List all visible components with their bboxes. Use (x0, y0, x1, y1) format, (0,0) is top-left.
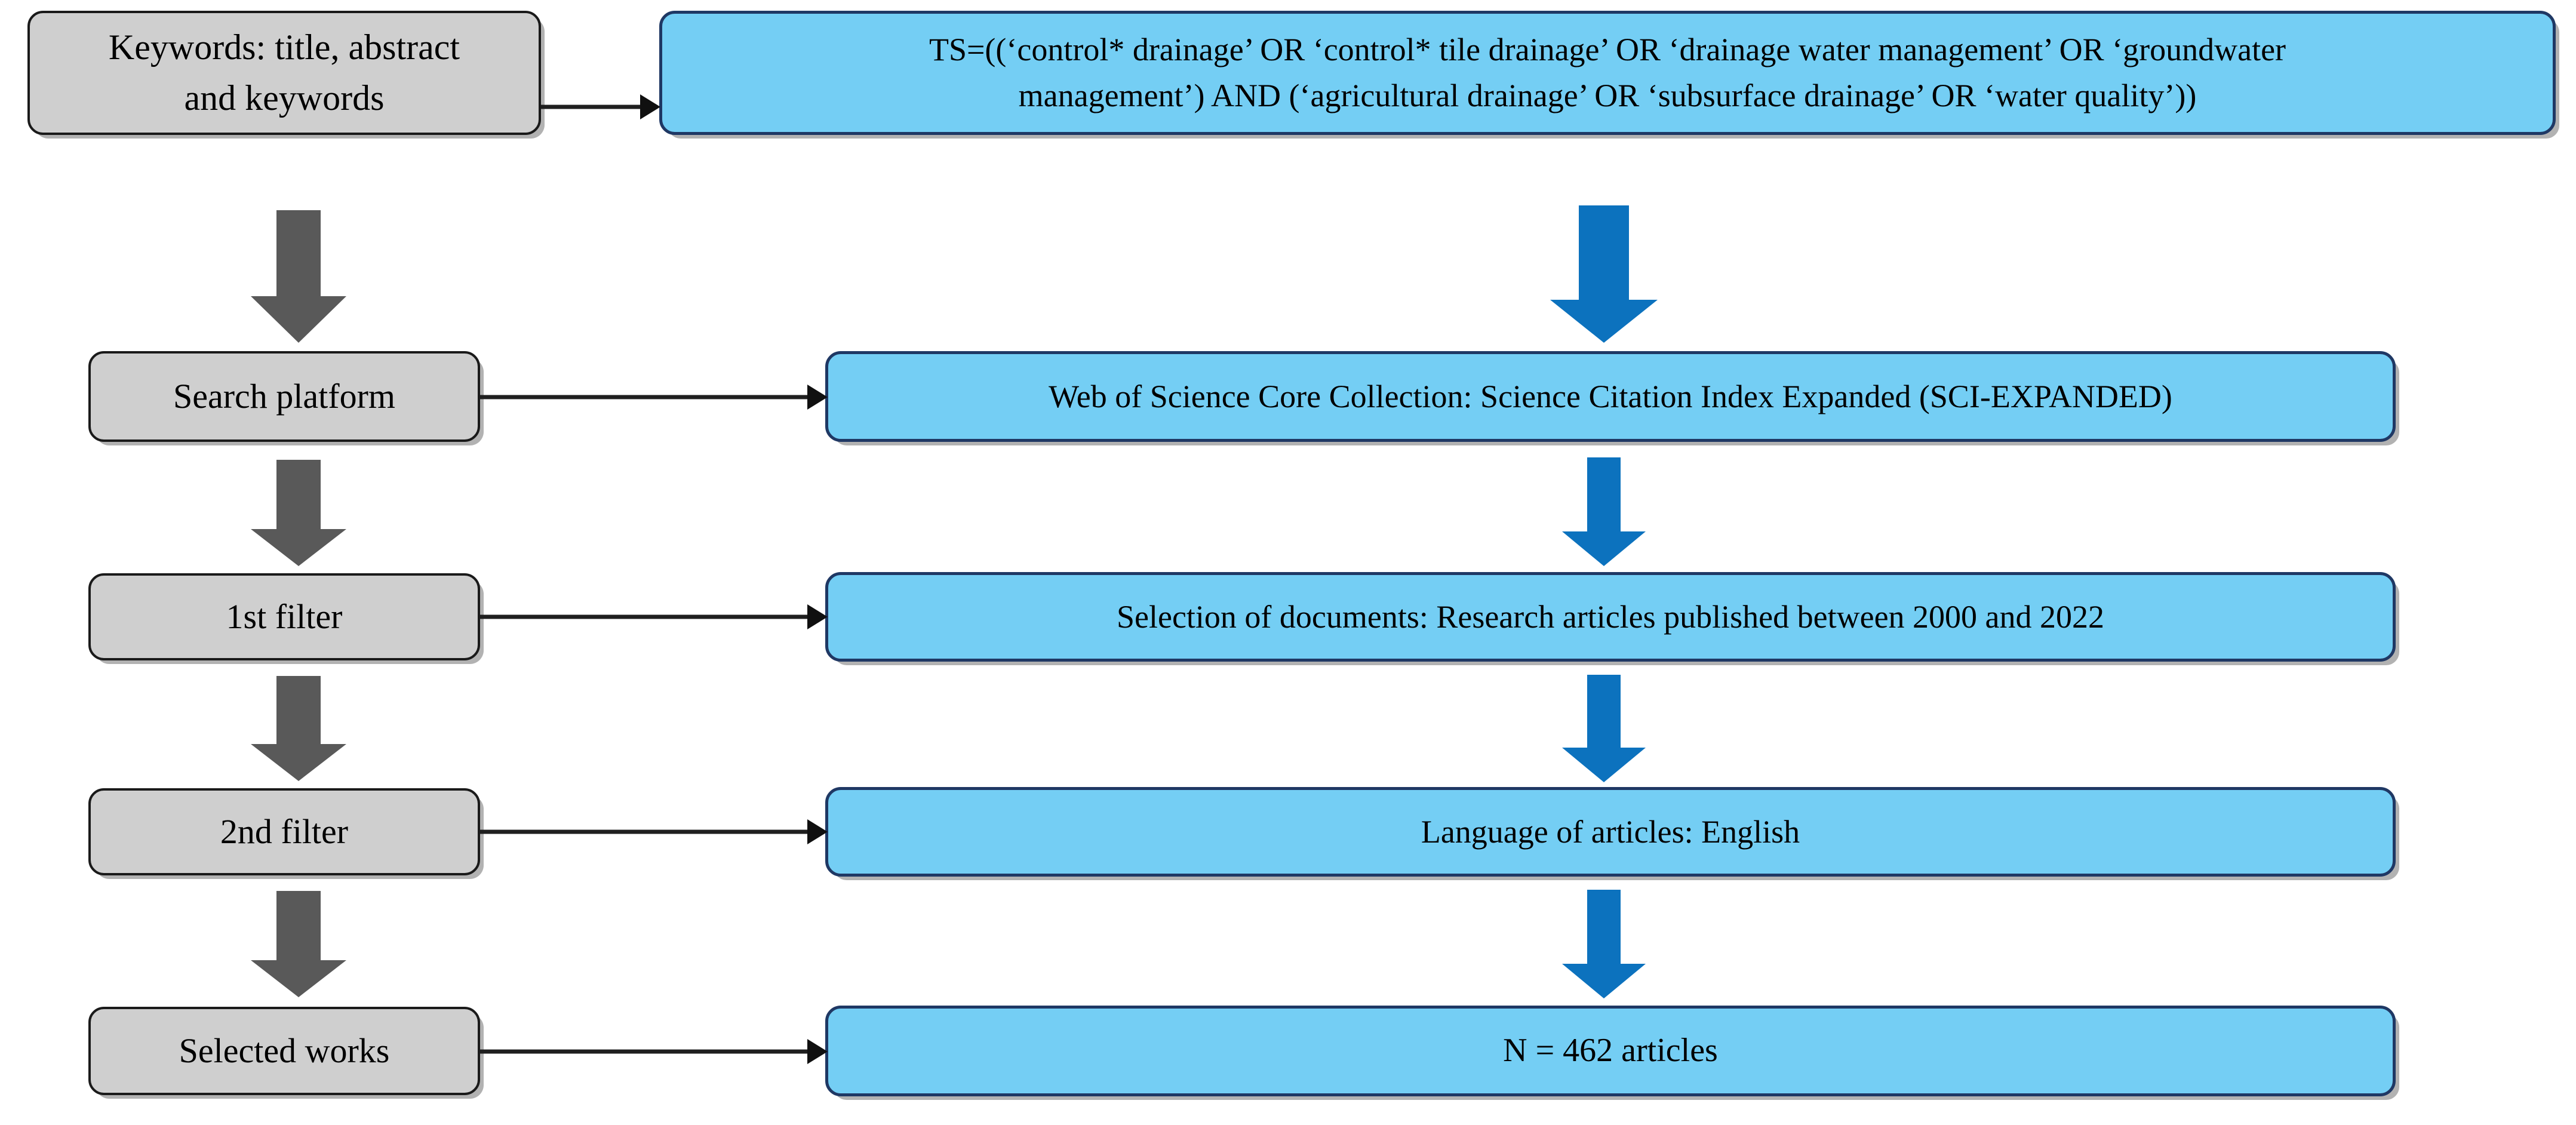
arrow-shaft (1587, 890, 1621, 965)
detail-label-database: Web of Science Core Collection: Science … (1049, 378, 2172, 414)
stage-label-first-filter: 1st filter (226, 597, 343, 636)
stage-box-keywords[interactable]: Keywords: title, abstract and keywords (27, 11, 541, 135)
arrow-shaft (1579, 205, 1629, 301)
stage-box-selected-works[interactable]: Selected works (88, 1007, 480, 1095)
connector-arrow-filter2-to-language (480, 819, 828, 844)
connector-line (480, 614, 810, 619)
arrow-head (1562, 531, 1646, 566)
stage-flow-arrow-3 (251, 676, 346, 781)
arrow-shaft (276, 460, 321, 530)
detail-label-document-selection: Selection of documents: Research article… (1116, 598, 2105, 635)
arrow-head (1562, 748, 1646, 782)
arrow-head (251, 529, 346, 566)
stage-flow-arrow-1 (251, 210, 346, 343)
detail-box-language[interactable]: Language of articles: English (825, 787, 2396, 877)
arrow-shaft (276, 891, 321, 961)
connector-line (480, 829, 810, 834)
detail-flow-arrow-2 (1562, 457, 1646, 566)
arrow-shaft (276, 676, 321, 745)
detail-label-language: Language of articles: English (1421, 813, 1800, 850)
connector-line (480, 1049, 810, 1054)
stage-flow-arrow-4 (251, 891, 346, 997)
connector-arrow-selected-to-result (480, 1039, 828, 1064)
arrow-head (251, 744, 346, 781)
stage-label-second-filter: 2nd filter (220, 812, 349, 851)
detail-box-database[interactable]: Web of Science Core Collection: Science … (825, 351, 2396, 442)
connector-arrow-keywords-to-query (541, 94, 660, 119)
stage-box-search-platform[interactable]: Search platform (88, 351, 480, 442)
connector-arrowhead (807, 604, 828, 629)
detail-box-document-selection[interactable]: Selection of documents: Research article… (825, 572, 2396, 662)
arrow-head (1550, 300, 1658, 343)
detail-flow-arrow-3 (1562, 675, 1646, 782)
detail-flow-arrow-4 (1562, 890, 1646, 998)
connector-line (541, 104, 643, 109)
stage-box-second-filter[interactable]: 2nd filter (88, 788, 480, 875)
arrow-head (1562, 964, 1646, 998)
arrow-shaft (1587, 457, 1621, 533)
connector-arrow-filter1-to-docs (480, 604, 828, 629)
stage-label-selected-works: Selected works (179, 1031, 390, 1070)
stage-flow-arrow-2 (251, 460, 346, 566)
stage-box-first-filter[interactable]: 1st filter (88, 573, 480, 660)
stage-label-keywords: Keywords: title, abstract and keywords (108, 27, 460, 118)
detail-label-result-count: N = 462 articles (1503, 1032, 1718, 1069)
connector-arrowhead (807, 819, 828, 844)
connector-arrowhead (640, 94, 660, 119)
connector-arrowhead (807, 385, 828, 410)
detail-label-query: TS=((‘control* drainage’ OR ‘control* ti… (929, 32, 2286, 113)
stage-label-search-platform: Search platform (173, 376, 395, 416)
detail-box-query[interactable]: TS=((‘control* drainage’ OR ‘control* ti… (659, 11, 2556, 135)
detail-box-result-count[interactable]: N = 462 articles (825, 1006, 2396, 1096)
connector-arrow-platform-to-database (480, 385, 828, 410)
arrow-shaft (276, 210, 321, 303)
detail-flow-arrow-1 (1550, 205, 1658, 343)
arrow-head (251, 296, 346, 343)
connector-arrowhead (807, 1039, 828, 1064)
arrow-shaft (1587, 675, 1621, 749)
arrow-head (251, 960, 346, 997)
connector-line (480, 395, 810, 399)
